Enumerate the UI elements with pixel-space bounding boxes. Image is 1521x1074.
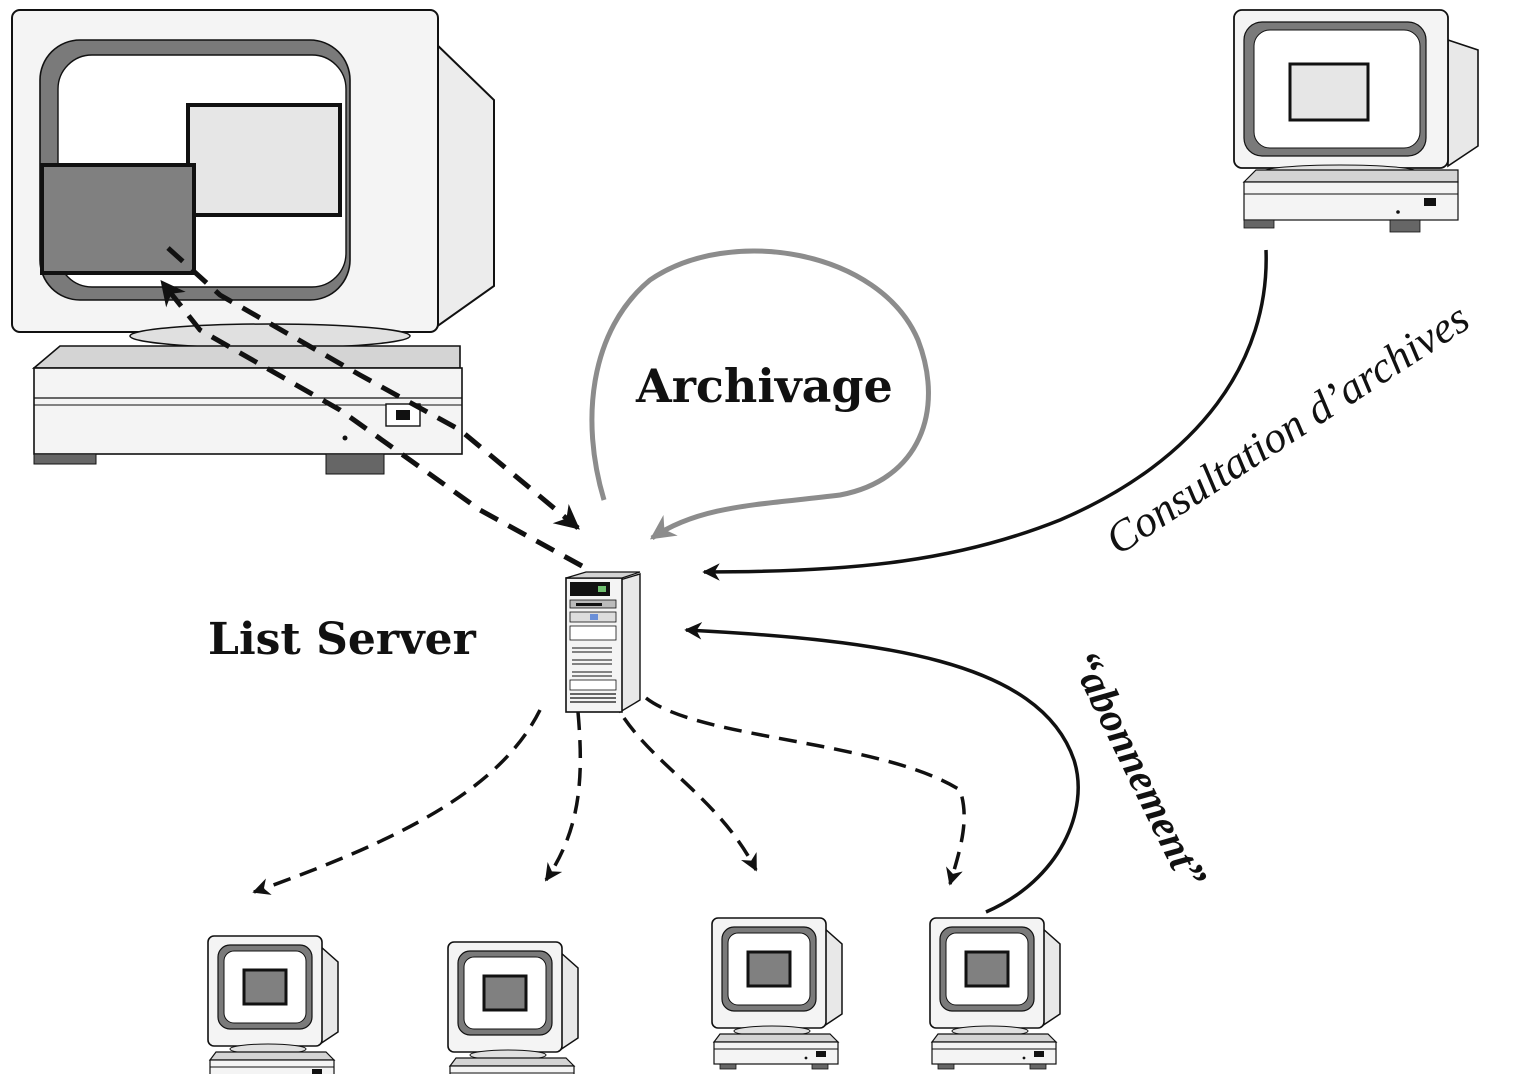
large-computer-icon: [11, 9, 495, 475]
computer-icon: [206, 934, 340, 1074]
server-tower-icon: [565, 571, 641, 714]
computer-icon: [710, 916, 844, 1071]
distribution-arrow-2: [544, 711, 583, 882]
archive-arrow: [589, 248, 931, 541]
consultation-label: Consultation d’archives: [1097, 293, 1478, 564]
list-server-label: List Server: [208, 614, 477, 665]
archivage-label: Archivage: [635, 359, 893, 413]
post-arrow: [166, 246, 580, 530]
distribution-arrow-3: [622, 717, 758, 872]
distribution-arrow-1: [252, 709, 542, 895]
subscription-arrow: [684, 622, 1080, 914]
subscription-label: “abonnement”: [1061, 644, 1215, 895]
computer-icon: [928, 916, 1062, 1071]
consultation-arrow: [702, 249, 1268, 581]
distribution-arrow-4: [644, 696, 966, 886]
reply-arrow: [160, 280, 584, 569]
computer-icon: [446, 940, 580, 1074]
computer-icon: [1233, 9, 1479, 233]
